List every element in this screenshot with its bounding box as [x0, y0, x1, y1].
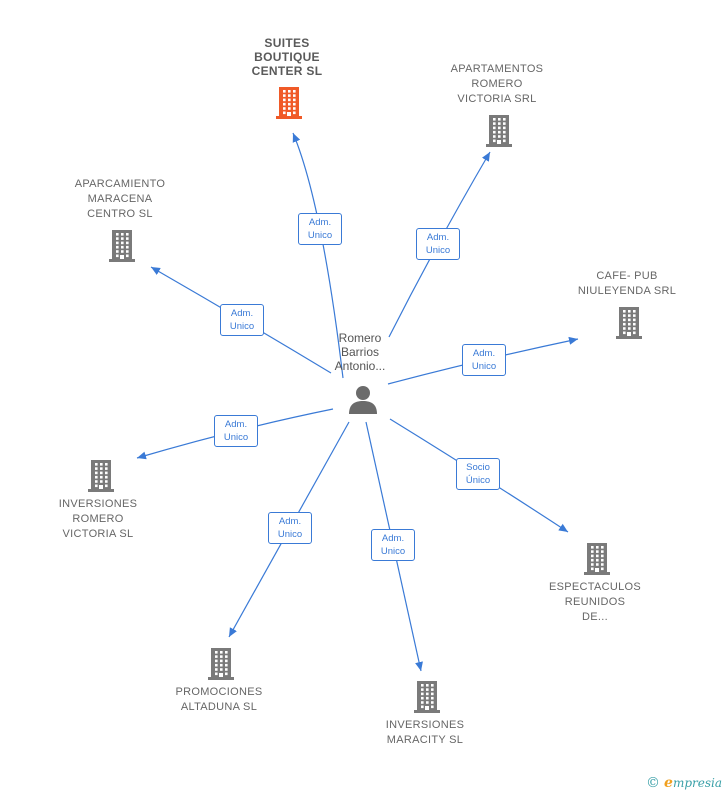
person-label[interactable]: Romero Barrios Antonio...	[334, 331, 386, 373]
edge-label-aparcamiento[interactable]: Adm. Unico	[220, 304, 264, 336]
company-label-aparcamiento[interactable]: APARCAMIENTO MARACENA CENTRO SL	[74, 177, 166, 220]
building-icon	[109, 230, 135, 262]
edge-label-apartamentos[interactable]: Adm. Unico	[416, 228, 460, 260]
building-icon	[584, 543, 610, 575]
edge-label-inversiones-rv[interactable]: Adm. Unico	[214, 415, 258, 447]
building-icon	[616, 307, 642, 339]
person-icon	[349, 386, 377, 414]
company-label-suites[interactable]: SUITES BOUTIQUE CENTER SL	[251, 36, 323, 78]
building-icon	[88, 460, 114, 492]
company-node-aparcamiento[interactable]	[107, 228, 137, 267]
company-node-apartamentos[interactable]	[484, 113, 514, 152]
brand-name: mpresia	[672, 776, 722, 790]
edge-label-cafe[interactable]: Adm. Unico	[462, 344, 506, 376]
edge-label-inversiones-mc[interactable]: Adm. Unico	[371, 529, 415, 561]
edge-label-espectaculos[interactable]: Socio Único	[456, 458, 500, 490]
building-icon	[276, 87, 302, 119]
building-icon	[414, 681, 440, 713]
brand-e: e	[664, 775, 673, 791]
building-icon	[208, 648, 234, 680]
company-label-inversiones-mc[interactable]: INVERSIONES MARACITY SL	[385, 719, 465, 746]
company-node-suites[interactable]	[274, 85, 304, 124]
company-node-inversiones-rv[interactable]	[86, 458, 116, 497]
building-icon	[486, 115, 512, 147]
company-node-inversiones-mc[interactable]	[412, 679, 442, 718]
empresia-brand: ©empresia	[646, 775, 722, 791]
company-node-espectaculos[interactable]	[582, 541, 612, 580]
company-label-espectaculos[interactable]: ESPECTACULOS REUNIDOS DE...	[548, 580, 642, 623]
company-label-promociones[interactable]: PROMOCIONES ALTADUNA SL	[175, 686, 263, 713]
company-label-inversiones-rv[interactable]: INVERSIONES ROMERO VICTORIA SL	[58, 497, 138, 540]
company-node-promociones[interactable]	[206, 646, 236, 685]
company-label-cafe[interactable]: CAFE- PUB NIULEYENDA SRL	[577, 270, 677, 297]
company-label-apartamentos[interactable]: APARTAMENTOS ROMERO VICTORIA SRL	[450, 62, 544, 105]
edge-label-promociones[interactable]: Adm. Unico	[268, 512, 312, 544]
edge-label-suites[interactable]: Adm. Unico	[298, 213, 342, 245]
copyright-symbol: ©	[646, 775, 661, 791]
person-node[interactable]	[347, 385, 379, 420]
company-node-cafe[interactable]	[614, 305, 644, 344]
